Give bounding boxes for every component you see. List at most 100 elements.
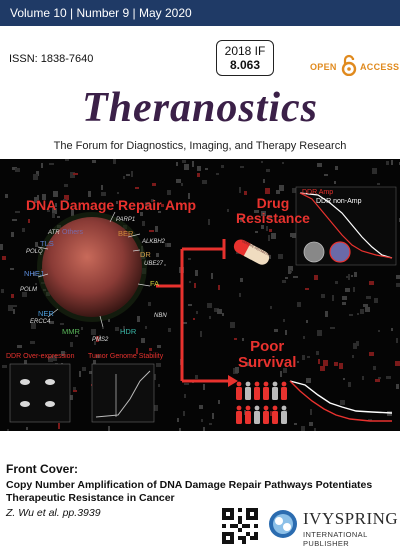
- patient-icon: [245, 381, 251, 400]
- genome-cell: [340, 400, 345, 405]
- patient-icon: [281, 405, 287, 424]
- genome-cell: [158, 384, 160, 387]
- genome-cell: [197, 166, 201, 171]
- genome-cell: [375, 379, 380, 382]
- impact-factor-value: 8.063: [229, 58, 261, 72]
- genome-cell: [305, 288, 309, 290]
- pathway-label-ercc4: ERCC4: [30, 319, 51, 325]
- genome-cell: [53, 191, 58, 197]
- genome-cell: [297, 361, 299, 363]
- genome-cell: [92, 160, 96, 163]
- genome-cell: [201, 419, 203, 422]
- genome-cell: [335, 166, 338, 170]
- genome-cell: [363, 304, 368, 307]
- genome-cell: [369, 281, 374, 285]
- genome-cell: [239, 293, 241, 297]
- genome-cell: [234, 338, 237, 340]
- genome-cell: [17, 345, 22, 348]
- genome-cell: [10, 268, 14, 270]
- genome-cell: [167, 190, 171, 195]
- genome-cell: [65, 159, 69, 161]
- genome-cell: [240, 166, 244, 168]
- genome-cell: [280, 371, 282, 377]
- genome-cell: [28, 219, 30, 223]
- genome-cell: [156, 363, 161, 367]
- genome-cell: [22, 292, 27, 297]
- genome-cell: [152, 183, 156, 186]
- genome-cell: [214, 308, 219, 312]
- genome-cell: [212, 413, 214, 419]
- genome-cell: [48, 356, 53, 362]
- genome-cell: [188, 304, 192, 306]
- genome-cell: [11, 294, 14, 298]
- genome-cell: [195, 375, 198, 379]
- genome-cell: [348, 382, 351, 387]
- genome-cell: [36, 171, 39, 176]
- genome-cell: [2, 256, 6, 260]
- genome-cell: [386, 161, 389, 165]
- genome-cell: [209, 316, 211, 319]
- genome-cell: [294, 423, 297, 425]
- genome-cell: [342, 296, 347, 300]
- genome-cell: [156, 253, 159, 257]
- genome-cell: [334, 181, 336, 184]
- genome-cell: [339, 363, 343, 369]
- genome-cell: [279, 185, 284, 191]
- genome-cell: [149, 230, 154, 232]
- genome-cell: [155, 226, 158, 232]
- genome-cell: [372, 168, 377, 174]
- genome-cell: [126, 174, 130, 176]
- patient-icon: [263, 405, 269, 424]
- drug-resistance-label: Drug Resistance: [236, 196, 310, 226]
- pathway-label-fa: FA: [150, 279, 160, 288]
- pathway-label-nbn: NBN: [154, 313, 167, 319]
- genome-cell: [293, 276, 298, 278]
- genome-cell: [70, 395, 73, 400]
- genome-cell: [205, 168, 208, 170]
- genome-cell: [115, 327, 119, 331]
- genome-cell: [58, 423, 60, 429]
- impact-factor-box: 2018 IF 8.063: [216, 40, 274, 76]
- dna-repair-sphere: [42, 217, 142, 317]
- genome-cell: [176, 179, 181, 183]
- genome-cell: [113, 159, 116, 164]
- genome-cell: [151, 199, 154, 202]
- genome-cell: [88, 191, 91, 197]
- genome-cell: [334, 362, 338, 366]
- genome-cell: [8, 305, 13, 311]
- genome-cell: [123, 326, 125, 331]
- genome-cell: [368, 419, 372, 421]
- genome-cell: [396, 275, 400, 279]
- genome-cell: [211, 273, 213, 279]
- genome-cell: [108, 319, 110, 322]
- front-cover-label: Front Cover:: [6, 462, 78, 476]
- patient-icon: [236, 381, 242, 400]
- bottom-survival-panel: [289, 380, 393, 422]
- genome-cell: [199, 405, 203, 409]
- genome-cell: [52, 213, 55, 218]
- genome-cell: [396, 338, 398, 343]
- genome-cell: [242, 338, 244, 341]
- genome-cell: [307, 356, 310, 358]
- genome-cell: [263, 179, 265, 183]
- genome-cell: [63, 199, 66, 202]
- genome-cell: [395, 361, 400, 366]
- genome-cell: [396, 384, 399, 389]
- genome-cell: [117, 192, 119, 194]
- genome-cell: [70, 172, 75, 178]
- genome-cell: [42, 194, 46, 200]
- genome-cell: [73, 390, 77, 392]
- genome-cell: [30, 341, 35, 344]
- genome-cell: [283, 319, 285, 322]
- genome-cell: [314, 275, 318, 280]
- top-survival-panel: [295, 186, 397, 266]
- genome-cell: [288, 266, 293, 271]
- genome-cell: [11, 232, 14, 237]
- genome-cell: [184, 394, 186, 398]
- genome-cell: [365, 307, 370, 312]
- drug-resistance-line-1: Drug: [256, 195, 290, 211]
- genome-cell: [314, 428, 316, 431]
- genome-cell: [342, 302, 346, 305]
- genome-cell: [79, 371, 81, 377]
- genome-cell: [276, 190, 280, 194]
